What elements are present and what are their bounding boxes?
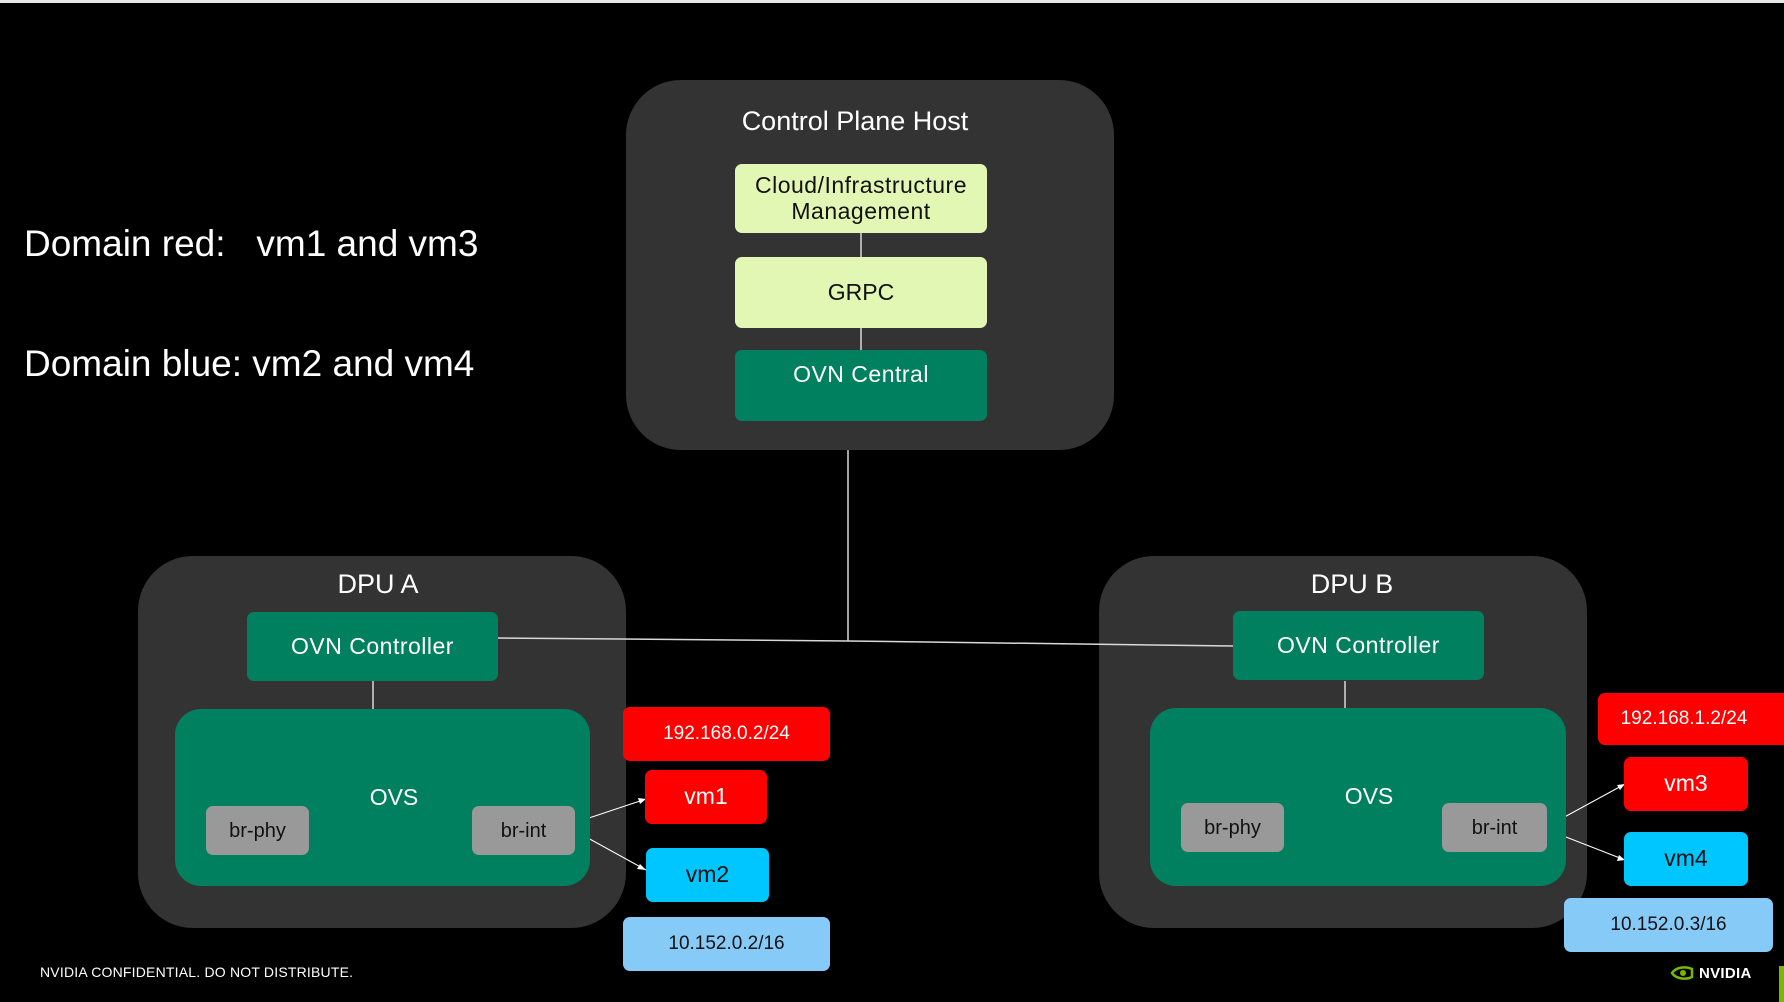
dpu-a-ovs-label: OVS xyxy=(369,784,419,810)
dpu-b-blue-ip: 10.152.0.3/16 xyxy=(1564,898,1773,952)
cloud-management-line1: Cloud/Infrastructure xyxy=(755,172,967,199)
grpc-box: GRPC xyxy=(735,257,987,328)
dpu-b-ovs-box xyxy=(1150,708,1566,886)
dpu-b-vm4: vm4 xyxy=(1624,832,1748,886)
ovn-central-box: OVN Central xyxy=(735,350,987,421)
cloud-management-box: Cloud/Infrastructure Management xyxy=(735,164,987,233)
control-plane-title: Control Plane Host xyxy=(741,106,969,136)
dpu-a-blue-ip: 10.152.0.2/16 xyxy=(623,917,830,971)
dpu-b-ovn-controller: OVN Controller xyxy=(1233,611,1484,680)
dpu-a-vm1: vm1 xyxy=(645,770,767,824)
arrowhead-vm2 xyxy=(637,864,646,870)
legend-line-blue: Domain blue: vm2 and vm4 xyxy=(24,343,475,384)
top-border xyxy=(0,0,1784,3)
dpu-a-vm2: vm2 xyxy=(646,848,769,902)
dpu-a-red-ip: 192.168.0.2/24 xyxy=(623,707,830,761)
dpu-a-ovn-controller: OVN Controller xyxy=(247,612,498,681)
arrowhead-vm1 xyxy=(638,798,646,804)
arrowhead-vm4 xyxy=(1617,855,1625,861)
dpu-a-br-phy: br-phy xyxy=(206,806,309,855)
cloud-management-line2: Management xyxy=(791,197,931,224)
dpu-b-vm3: vm3 xyxy=(1624,757,1748,811)
legend-line-red: Domain red: vm1 and vm3 xyxy=(24,223,479,264)
nvidia-logo: NVIDIA xyxy=(1670,962,1752,984)
dpu-b-br-phy: br-phy xyxy=(1181,803,1284,852)
nvidia-logo-text: NVIDIA xyxy=(1699,964,1752,982)
dpu-b-br-int: br-int xyxy=(1442,803,1547,852)
domain-legend: Domain red: vm1 and vm3 Domain blue: vm2… xyxy=(24,144,478,424)
dpu-a-title: DPU A xyxy=(337,569,419,599)
green-corner-bar xyxy=(1779,966,1784,1002)
dpu-a-br-int: br-int xyxy=(472,806,575,855)
dpu-a-ovs-box xyxy=(175,709,590,886)
line-trunk-ctrl-a xyxy=(497,637,849,642)
dpu-b-ovs-label: OVS xyxy=(1344,783,1394,809)
nvidia-eye-icon xyxy=(1670,966,1694,980)
dpu-b-red-ip: 192.168.1.2/24 xyxy=(1598,693,1784,745)
line-trunk-ctrl-b xyxy=(847,640,1234,647)
dpu-b-title: DPU B xyxy=(1310,569,1394,599)
confidential-notice: NVIDIA CONFIDENTIAL. DO NOT DISTRIBUTE. xyxy=(40,964,354,980)
arrowhead-vm3 xyxy=(1617,784,1625,790)
